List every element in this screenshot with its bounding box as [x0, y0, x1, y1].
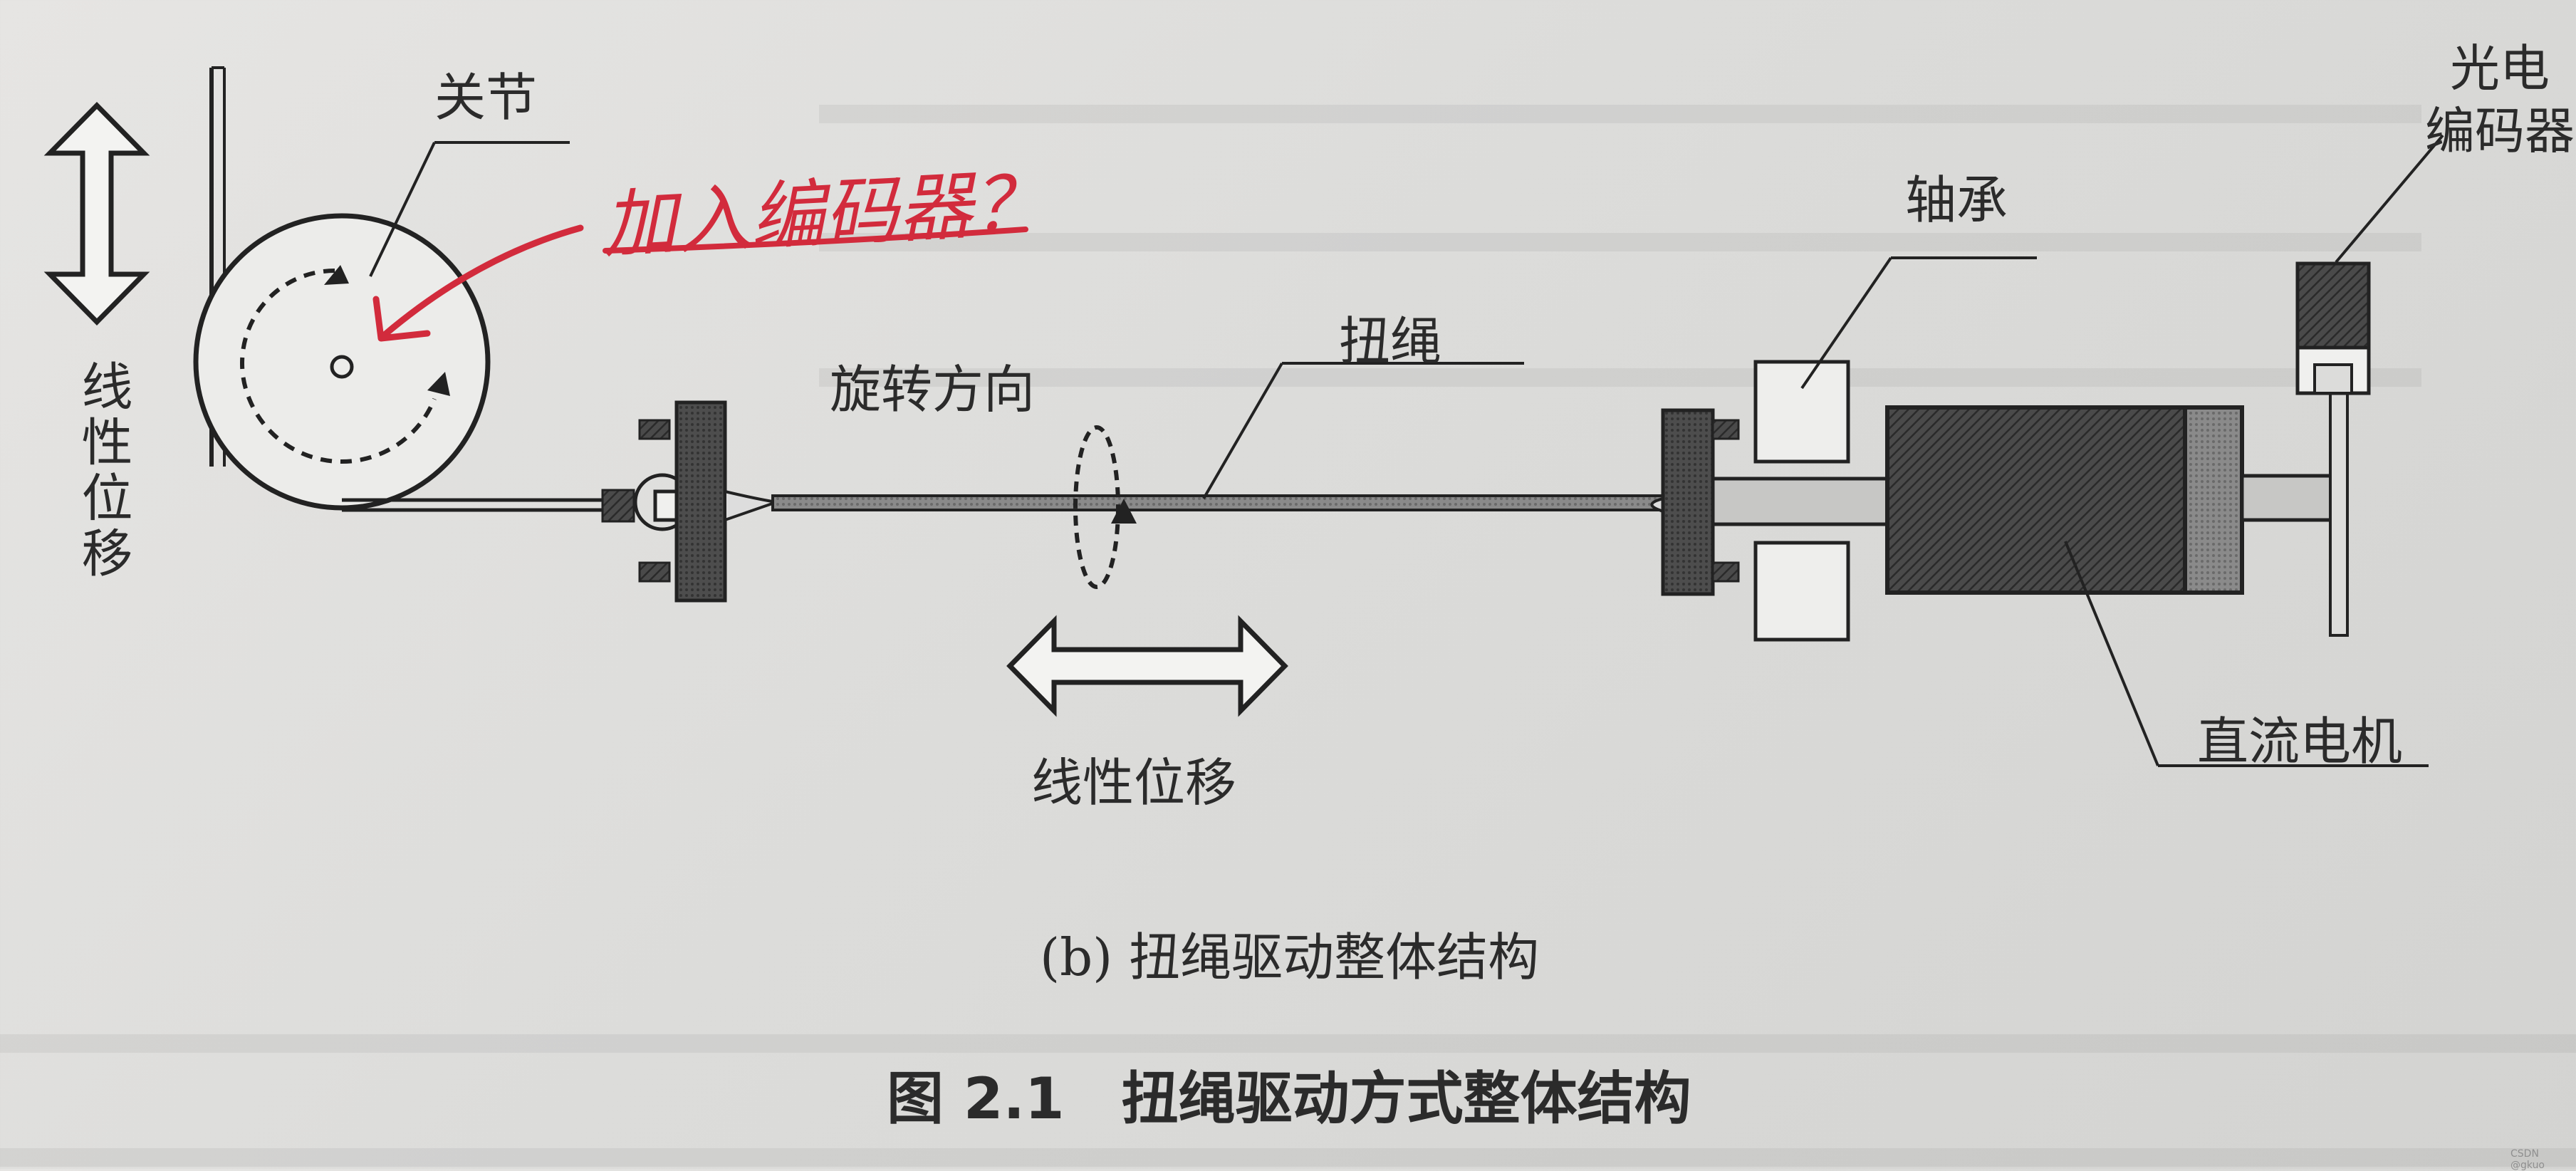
vertical-double-arrow	[43, 102, 150, 326]
handwritten-arrow	[381, 224, 584, 338]
dc-motor-endcap	[2183, 405, 2244, 595]
bearing-bottom	[1753, 541, 1850, 642]
pulley-center	[330, 355, 354, 379]
bearing-leader	[1800, 256, 1892, 390]
encoder-label-line2: 编码器	[2425, 102, 2575, 160]
watermark: CSDN @gkuo	[2510, 1148, 2545, 1171]
handwritten-underline	[603, 227, 1028, 254]
horizontal-double-arrow	[1006, 615, 1288, 717]
rotation-direction-label: 旋转方向	[830, 360, 1036, 420]
joint-label: 关节	[434, 68, 538, 127]
twisted-string	[771, 494, 1679, 511]
rotation-arrow-dashed	[240, 269, 437, 464]
subfigure-caption: (b) 扭绳驱动整体结构	[1040, 927, 1540, 987]
output-shaft	[2240, 474, 2340, 522]
encoder-disk	[2329, 363, 2349, 637]
show-through-lines	[0, 105, 2576, 1167]
encoder-leader	[2335, 134, 2444, 264]
photoelectric-encoder	[2295, 261, 2371, 395]
figure-caption: 图 2.1 扭绳驱动方式整体结构	[887, 1066, 1691, 1132]
joint-leader	[369, 142, 436, 277]
bearing-label: 轴承	[1905, 170, 2008, 230]
right-coupling	[1650, 408, 1740, 596]
bearing-top	[1753, 360, 1850, 464]
string-leader	[1202, 362, 1283, 500]
twisted-string-label: 扭绳	[1339, 311, 1442, 371]
motor-shaft	[1711, 477, 1889, 526]
dc-motor-label: 直流电机	[2197, 712, 2403, 771]
joint-pulley	[193, 213, 491, 511]
dc-motor-body	[1885, 405, 2187, 595]
rotation-direction-ellipse	[1073, 425, 1120, 589]
motor-leader	[2064, 541, 2159, 766]
left-coupling	[601, 400, 777, 603]
encoder-label-line1: 光电	[2450, 39, 2550, 98]
linear-displacement-left-label: 线性位移	[73, 360, 132, 582]
linear-displacement-bottom-label: 线性位移	[1031, 753, 1237, 813]
